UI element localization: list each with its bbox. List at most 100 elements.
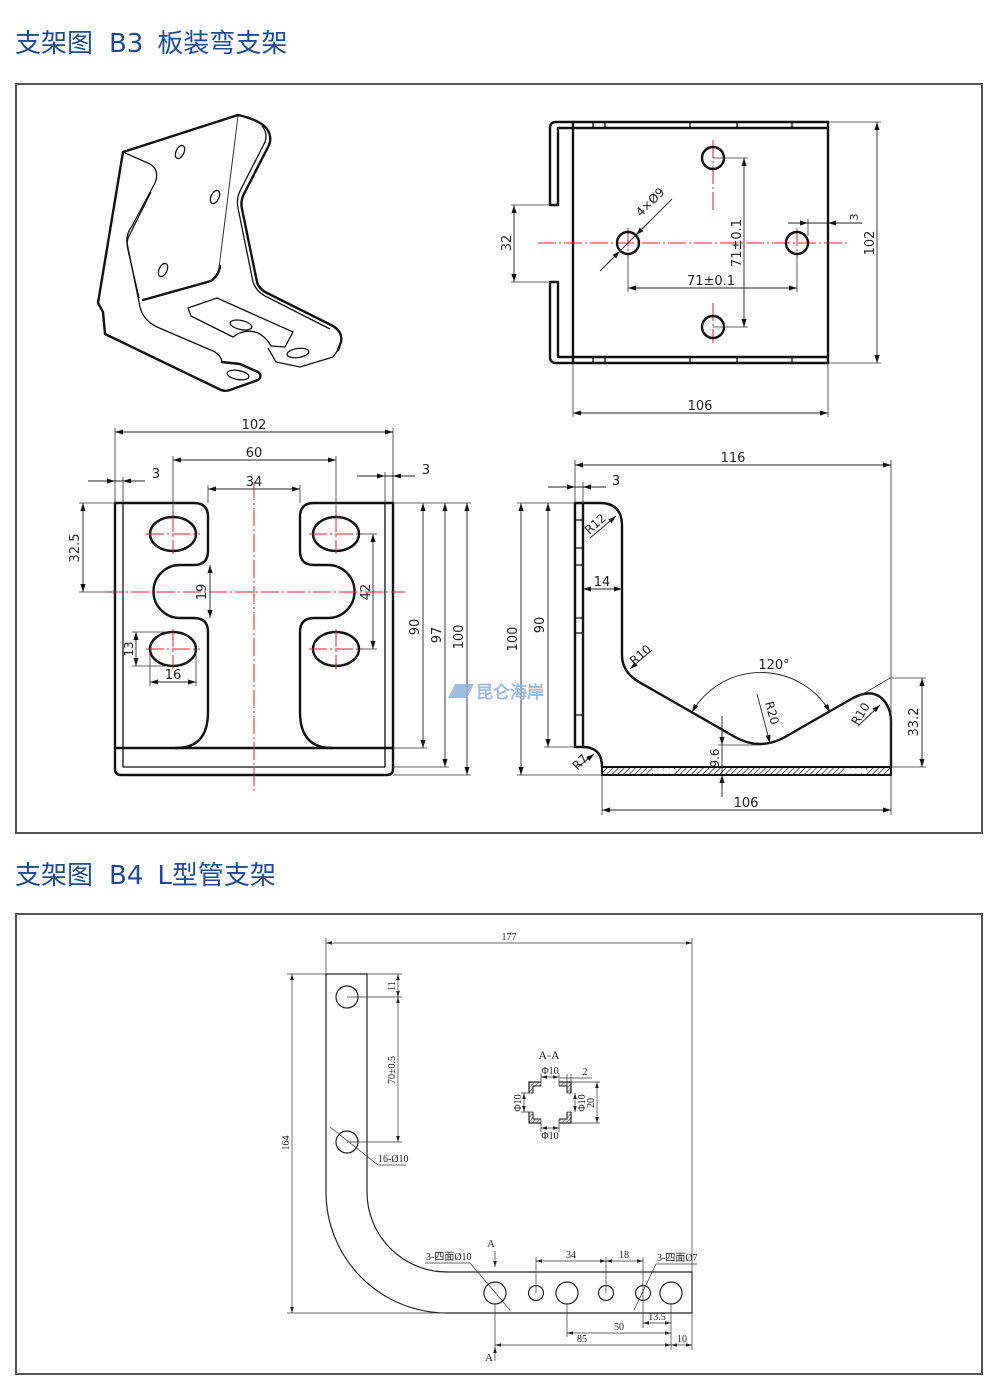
extension-lines [571, 1081, 600, 1124]
horizontal-hole-10 [555, 1281, 579, 1305]
extension-lines [535, 1257, 644, 1328]
dim-label-slot-offset: 32.5 [68, 534, 83, 563]
bracket-outline [96, 113, 343, 352]
vertical-hole-callout-leader [329, 1126, 406, 1166]
wall-hole [209, 189, 221, 205]
dim-label-channel-width: 34 [246, 475, 263, 490]
dim-label-overall-height: 164 [281, 1136, 292, 1151]
b3-isometric-view [96, 113, 343, 392]
title-code: B3 [109, 29, 144, 59]
flange-segment-marks [592, 122, 793, 363]
dim-label-valley-angle: 120° [758, 658, 789, 673]
extension-lines [132, 631, 173, 667]
left-flange-thickness [126, 191, 152, 299]
dim-label-edge-offset: 3 [848, 214, 861, 221]
angle-arc [691, 672, 831, 713]
bracket-profile [581, 501, 893, 769]
extension-lines [172, 456, 337, 517]
right-flange-thickness [236, 125, 331, 330]
extension-lines [393, 502, 471, 776]
center-step-plate [187, 297, 294, 348]
dim-label-wall-thickness: 2 [583, 1067, 588, 1078]
base-plate-gap [844, 768, 866, 774]
dim-label-hole-spacing-h: 71±0.1 [687, 274, 735, 289]
dim-label-overall-width: 102 [242, 418, 267, 433]
watermark-logo-icon [448, 684, 474, 698]
dim-label-height-97: 97 [430, 627, 445, 644]
dim-label-spacing-85: 85 [577, 1334, 587, 1345]
dim-label-overall-width: 177 [502, 932, 517, 943]
dim-label-hole-height: 13 [122, 641, 136, 656]
dim-label-base-radius: R7 [570, 752, 591, 773]
back-wall-bottom-edge [141, 264, 222, 302]
extension-lines [511, 204, 550, 283]
extension-lines [79, 502, 115, 593]
tube-bore [532, 1085, 568, 1120]
left-flange-fold [122, 151, 223, 363]
base-plate-gap [653, 768, 674, 774]
title-name: L型管支架 [157, 861, 276, 891]
dim-label-right-thickness: 3 [422, 463, 430, 478]
section-mark-bottom: A [485, 1352, 493, 1364]
title-prefix: 支架图 [15, 29, 94, 59]
dim-label-inner-radius: R10 [627, 642, 654, 668]
dim-label-plate-width: 106 [688, 399, 713, 414]
dim-label-top-radius: R12 [582, 511, 609, 537]
small-hole-callout-leader [633, 1263, 697, 1311]
wall-hole-top [541, 1081, 559, 1087]
drawing-frame-b4 [15, 913, 983, 1375]
extension-lines [347, 973, 402, 1143]
dim-label-thickness: 3 [612, 474, 620, 489]
dim-label-left-thickness: 3 [152, 467, 160, 482]
dim-label-overall-height: 100 [506, 627, 521, 652]
radius-leader [756, 693, 771, 744]
l-tube-outline [325, 973, 693, 1314]
dim-label-spacing-50: 50 [614, 1322, 624, 1333]
right-tab [267, 346, 341, 368]
b3-plan-view: 32 102 106 71±0.1 71±0.1 4×Ø9 [500, 120, 881, 417]
radius-leader [857, 704, 881, 727]
watermark-brand: 昆仑海岸 [476, 682, 544, 703]
b3-side-view: 116 3 100 90 14 R12 R10 120° [506, 451, 926, 815]
dim-label-peak-height: 33.2 [907, 708, 922, 737]
flange-segment-marks [575, 519, 583, 716]
dim-label-slot-pitch: 60 [246, 446, 263, 461]
title-code: B4 [109, 861, 144, 891]
right-plate-contour [298, 501, 395, 750]
dim-label-outer-size: 20 [586, 1098, 597, 1108]
dim-label-height-100: 100 [452, 625, 467, 650]
wall-hole-edges [529, 1082, 571, 1123]
large-hole-callout: 3-四面Ø10 [426, 1252, 472, 1263]
wall-hole [157, 262, 169, 278]
dim-label-notch-width: 32 [500, 235, 515, 252]
hole-callout-arrow [606, 250, 621, 265]
section-label: A-A [538, 1048, 560, 1062]
dim-label-spacing-34: 34 [566, 1250, 576, 1261]
extension-lines [572, 363, 829, 417]
dim-label-hole-pitch: 42 [359, 584, 374, 601]
hole-callout-arrow [635, 220, 651, 236]
dim-label-hole-length: 16 [165, 668, 182, 683]
dim-label-left-hole: Φ10 [513, 1094, 524, 1111]
section-mark-top: A [487, 1238, 495, 1250]
wall-hole-bottom [541, 1118, 559, 1124]
wall-hole-left [528, 1093, 534, 1112]
dim-label-slot-width: 19 [195, 584, 210, 601]
b3-front-view: 102 60 34 3 3 32.5 [68, 418, 471, 792]
base-hole [286, 347, 310, 359]
back-wall-crease [218, 115, 239, 269]
wall-hole-right [566, 1093, 572, 1112]
bottom-front-edge [103, 332, 262, 392]
dim-label-spacing-13-5: 13.5 [648, 1312, 666, 1323]
bottom-flange-edge [548, 280, 830, 365]
horizontal-hole-10 [483, 1281, 507, 1305]
base-plate [601, 766, 892, 776]
dim-label-valley-height: 9.6 [708, 748, 722, 767]
extension-lines [857, 677, 926, 768]
small-hole-callout: 3-四面Ø7 [657, 1253, 698, 1264]
radius-leader [577, 753, 595, 768]
dim-label-overall-width: 116 [721, 451, 746, 466]
b4-section-view: A-A Φ10 2 20 Φ10 Φ10 [513, 1048, 600, 1142]
